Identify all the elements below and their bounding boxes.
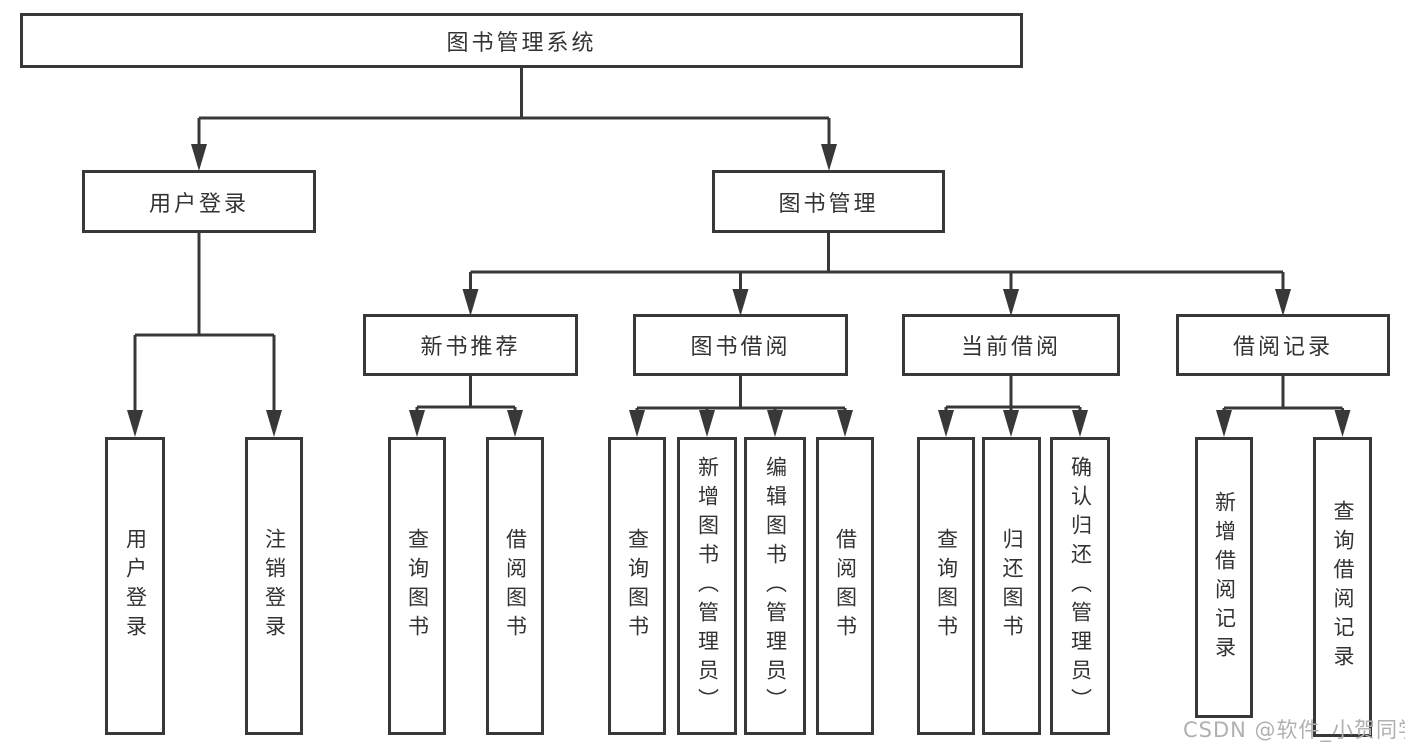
arrowhead-icon (821, 144, 837, 171)
arrowhead-icon (409, 410, 425, 437)
node-current-borrow: 当前借阅 (902, 314, 1120, 376)
node-bb-add-books-label: 新增图书（管理员） (695, 455, 720, 717)
arrowhead-icon (1003, 410, 1019, 437)
node-book-management-label: 图书管理 (778, 191, 879, 217)
node-borrow-records-label: 借阅记录 (1232, 335, 1333, 360)
connector-user-login-children (127, 233, 282, 437)
arrowhead-icon (127, 410, 143, 437)
node-user-login: 用户登录 (82, 170, 316, 233)
node-nbr-borrow-books-label: 借阅图书 (503, 528, 528, 644)
node-cb-confirm-return: 确认归还（管理员） (1050, 437, 1110, 735)
node-book-borrow: 图书借阅 (633, 314, 848, 376)
node-br-query-record-label: 查询借阅记录 (1331, 500, 1355, 674)
node-cb-query-books: 查询图书 (917, 437, 975, 735)
arrowhead-icon (837, 410, 853, 437)
node-logout-label: 注销登录 (262, 528, 287, 644)
connector-new-book-recommend-children (409, 376, 523, 437)
arrowhead-icon (699, 410, 715, 437)
node-bb-query-books-label: 查询图书 (625, 528, 650, 644)
node-current-borrow-label: 当前借阅 (960, 335, 1061, 360)
node-cb-return-books: 归还图书 (982, 437, 1041, 735)
node-nbr-query-books: 查询图书 (388, 437, 446, 735)
node-br-add-record: 新增借阅记录 (1195, 437, 1253, 718)
arrowhead-icon (767, 410, 783, 437)
node-book-borrow-label: 图书借阅 (690, 335, 791, 360)
node-bb-query-books: 查询图书 (608, 437, 666, 735)
node-login: 用户登录 (105, 437, 165, 735)
node-borrow-records: 借阅记录 (1176, 314, 1390, 376)
node-nbr-query-books-label: 查询图书 (405, 528, 430, 644)
arrowhead-icon (266, 410, 282, 437)
node-login-label: 用户登录 (123, 528, 148, 644)
arrowhead-icon (507, 410, 523, 437)
node-bb-edit-books-label: 编辑图书（管理员） (763, 455, 788, 717)
arrowhead-icon (1334, 410, 1351, 437)
node-new-book-recommend: 新书推荐 (363, 314, 578, 376)
node-logout: 注销登录 (245, 437, 303, 735)
arrowhead-icon (191, 144, 207, 171)
arrowhead-icon (732, 289, 749, 316)
arrowhead-icon (629, 410, 645, 437)
node-root-label: 图书管理系统 (446, 30, 597, 56)
connector-book-management-children (462, 233, 1291, 316)
node-bb-edit-books: 编辑图书（管理员） (744, 437, 806, 735)
csdn-watermark: CSDN @软件_小贺同学 (1183, 718, 1405, 742)
arrowhead-icon (1072, 410, 1088, 437)
node-br-add-record-label: 新增借阅记录 (1212, 490, 1237, 665)
node-user-login-label: 用户登录 (148, 191, 249, 217)
arrowhead-icon (1275, 289, 1291, 316)
node-bb-add-books: 新增图书（管理员） (677, 437, 737, 735)
node-bb-borrow-books: 借阅图书 (816, 437, 874, 735)
arrowhead-icon (1003, 289, 1019, 316)
connector-book-borrow-children (629, 376, 853, 437)
connector-current-borrow-children (938, 376, 1088, 437)
arrowhead-icon (938, 410, 954, 437)
node-cb-query-books-label: 查询图书 (934, 528, 959, 644)
node-cb-confirm-return-label: 确认归还（管理员） (1068, 455, 1093, 717)
node-nbr-borrow-books: 借阅图书 (486, 437, 544, 735)
node-new-book-recommend-label: 新书推荐 (420, 335, 521, 360)
node-root: 图书管理系统 (20, 13, 1023, 68)
connector-root-children (191, 68, 837, 171)
node-br-query-record: 查询借阅记录 (1313, 437, 1372, 737)
node-cb-return-books-label: 归还图书 (1000, 528, 1024, 644)
arrowhead-icon (462, 289, 479, 316)
arrowhead-icon (1216, 410, 1232, 437)
node-book-management: 图书管理 (712, 170, 945, 233)
node-bb-borrow-books-label: 借阅图书 (833, 528, 858, 644)
connector-borrow-records-children (1216, 376, 1351, 437)
